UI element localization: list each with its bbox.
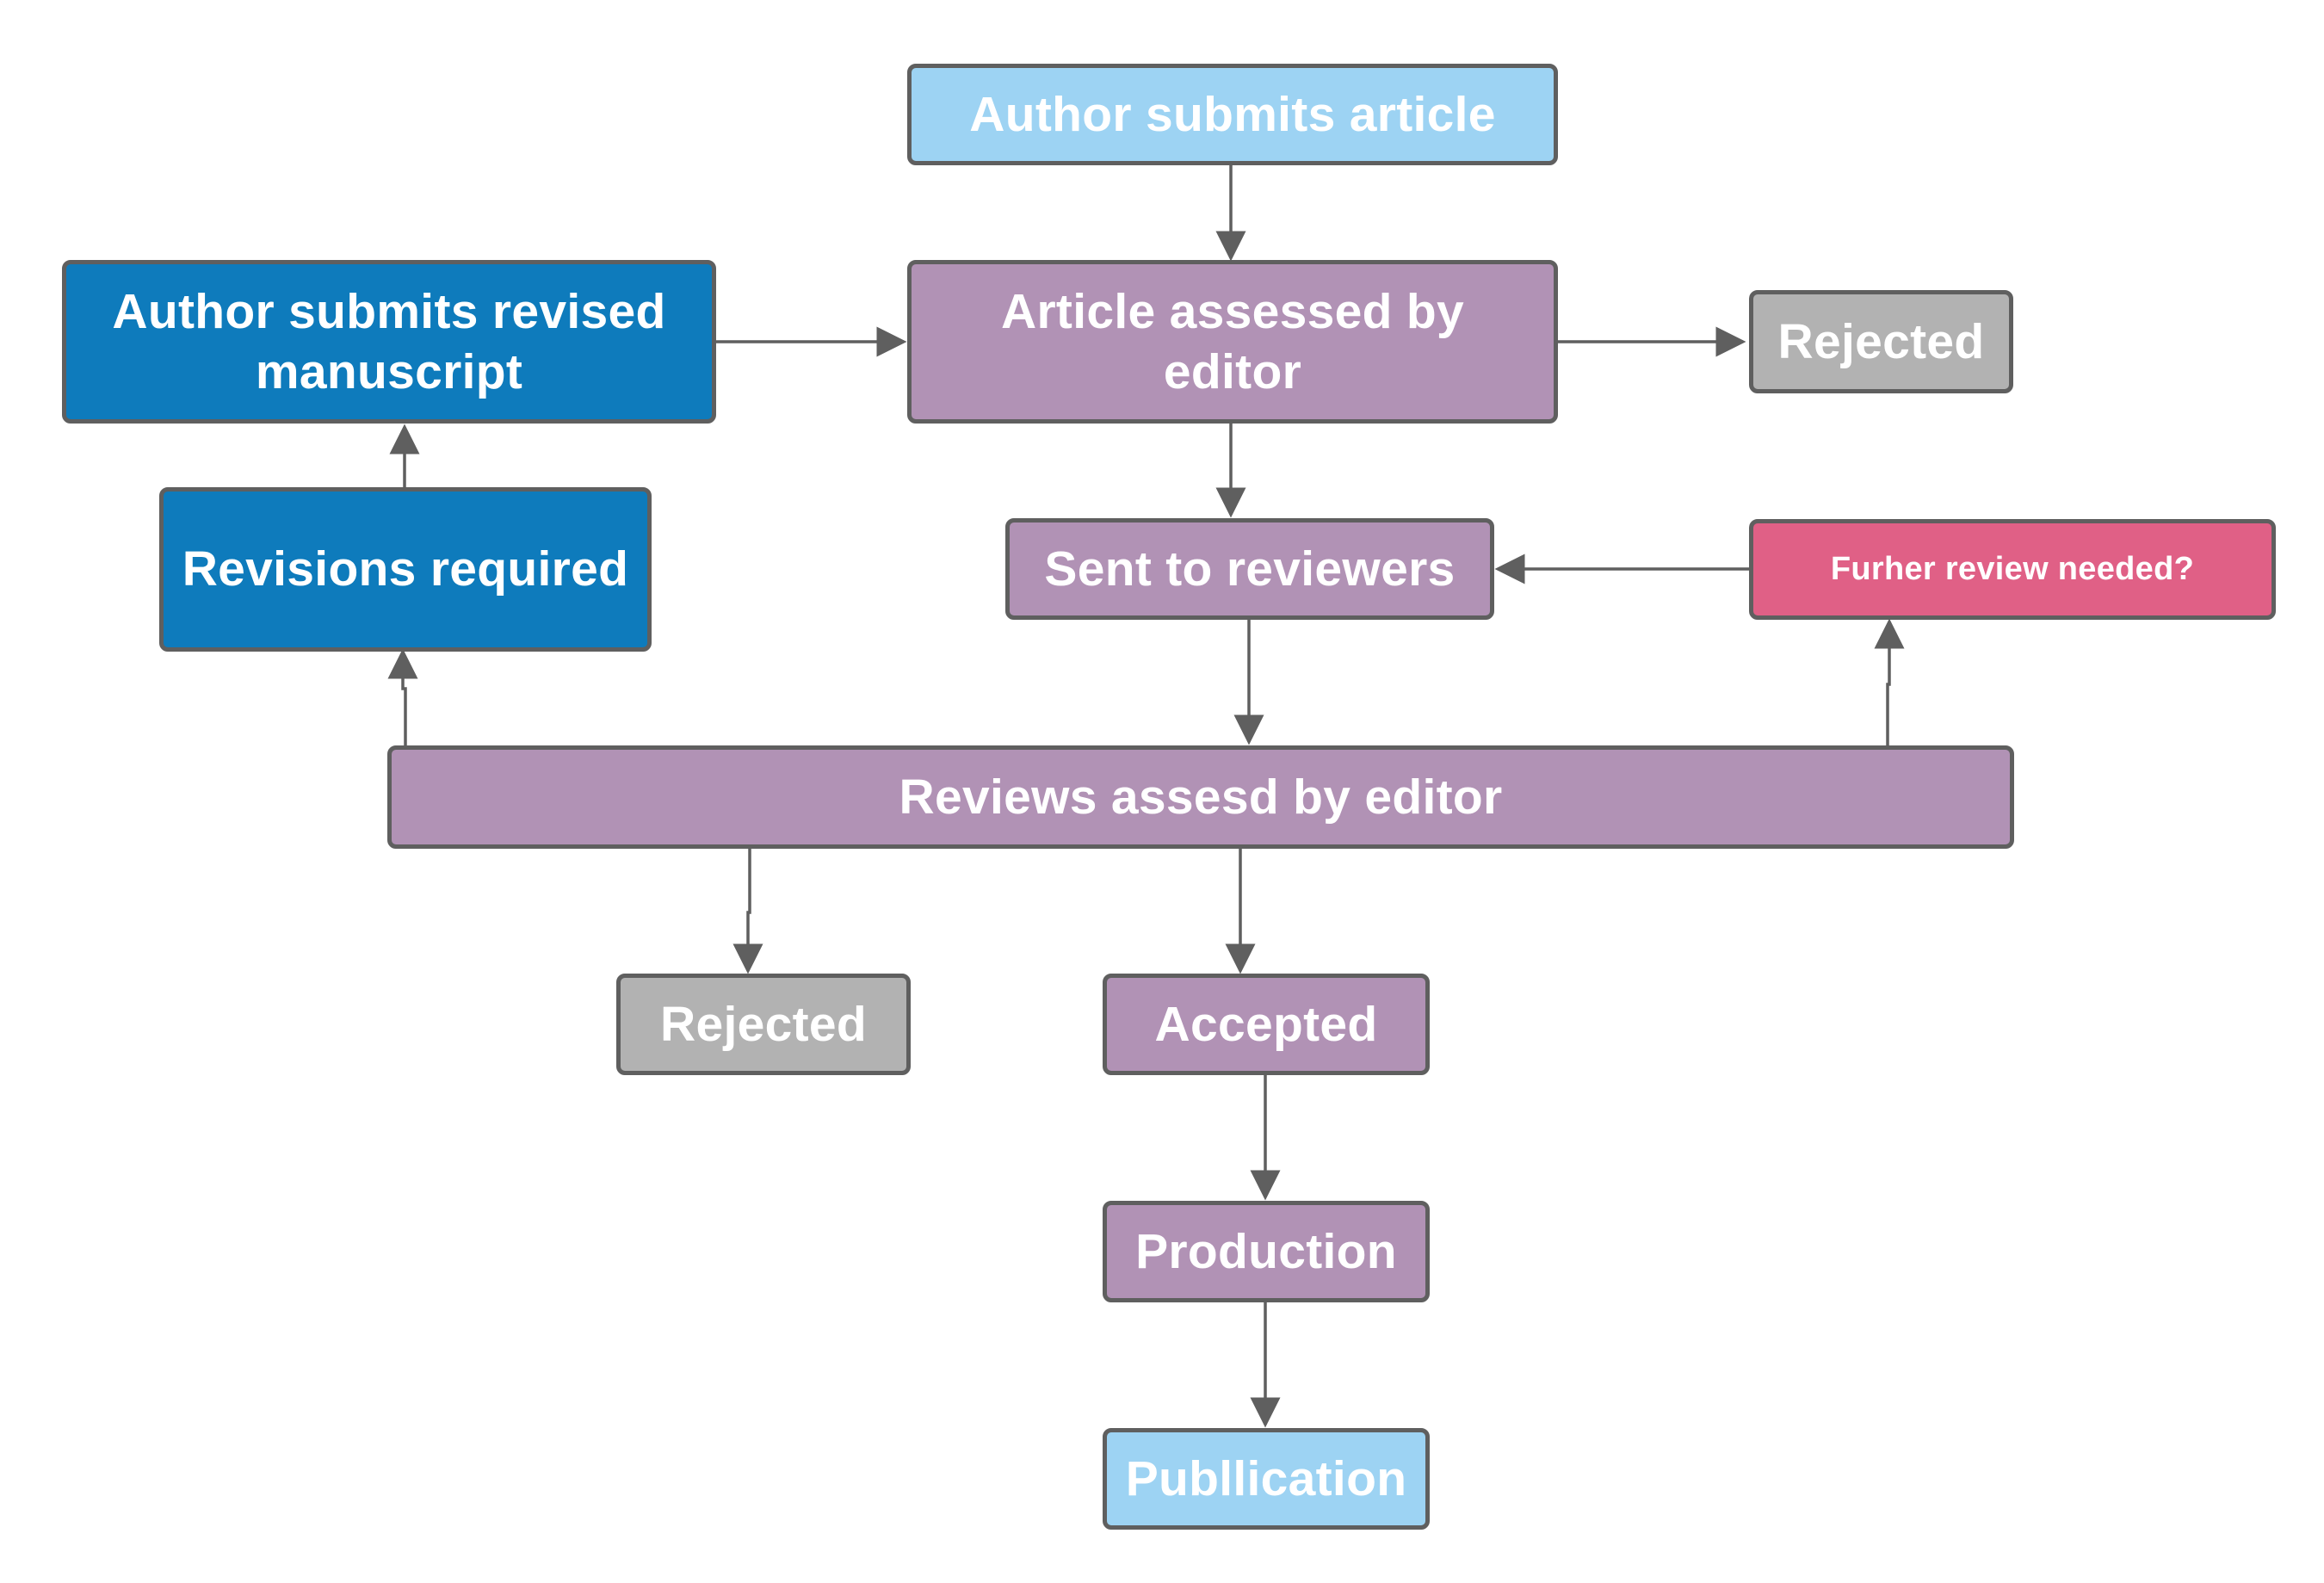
node-author-submits-article: Author submits article (907, 64, 1558, 165)
node-revisions-required: Revisions required (159, 487, 652, 652)
node-article-assessed: Article assessed by editor (907, 260, 1558, 424)
edge-reviews-to-further (1874, 618, 1905, 745)
node-reviews-assessed: Reviews assesd by editor (387, 745, 2014, 849)
node-accepted: Accepted (1103, 974, 1430, 1075)
node-author-submits-revised: Author submits revised manuscript (62, 260, 716, 424)
node-rejected-bottom: Rejected (616, 974, 911, 1075)
node-production: Production (1103, 1201, 1430, 1302)
node-further-review-needed: Furher review needed? (1749, 519, 2276, 620)
edge-reviews-to-revisions (387, 648, 418, 745)
node-sent-to-reviewers: Sent to reviewers (1005, 518, 1494, 620)
edge-reviews-to-rejected (732, 849, 763, 974)
node-rejected-top: Rejected (1749, 290, 2013, 393)
node-publication: Publlication (1103, 1428, 1430, 1530)
